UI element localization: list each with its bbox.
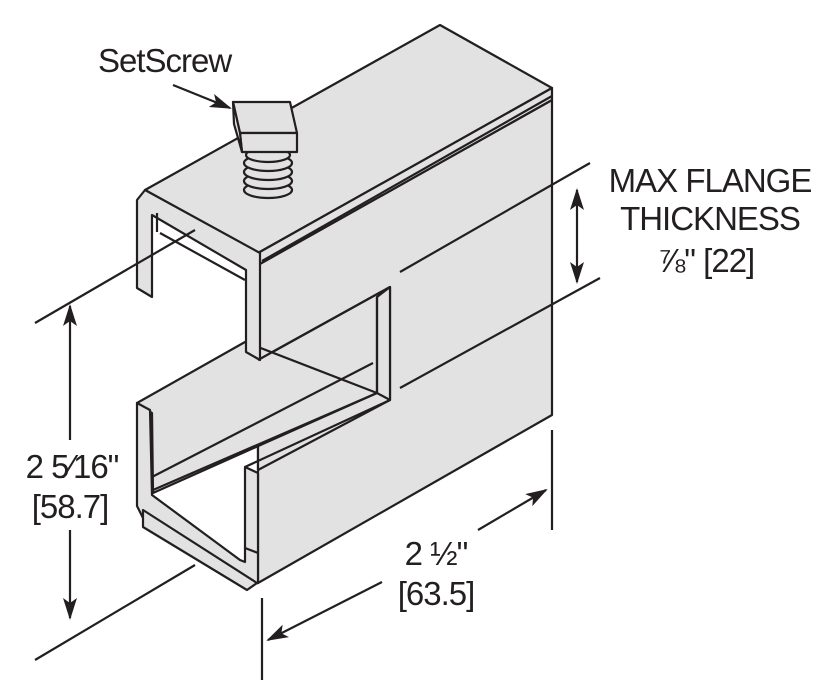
thickness-label: THICKNESS: [620, 200, 800, 237]
width-imperial: 2 ½": [405, 535, 468, 572]
clamp-body: [135, 23, 554, 592]
width-dimension: [260, 430, 554, 680]
flange-dimension: [399, 162, 601, 389]
lower-jaw-underside: [141, 508, 259, 592]
screw-head-top: [231, 100, 299, 135]
screw-head-side: [231, 100, 244, 154]
screw-head-front: [238, 131, 299, 154]
setscrew-leader-arrow: [172, 83, 232, 110]
max-flange-value: ⅞" [22]: [658, 242, 754, 279]
notch-side: [375, 285, 392, 402]
height-dimension: [34, 229, 196, 661]
setscrew-label: SetScrew: [98, 42, 232, 79]
setscrew: [231, 100, 299, 200]
max-flange-label: MAX FLANGE: [609, 162, 812, 199]
height-imperial: 2 5⁄16": [26, 448, 119, 485]
width-metric: [63.5]: [398, 575, 475, 612]
screw-thread: [242, 146, 294, 200]
upper-jaw-end: [135, 188, 262, 362]
height-metric: [58.7]: [32, 488, 109, 525]
